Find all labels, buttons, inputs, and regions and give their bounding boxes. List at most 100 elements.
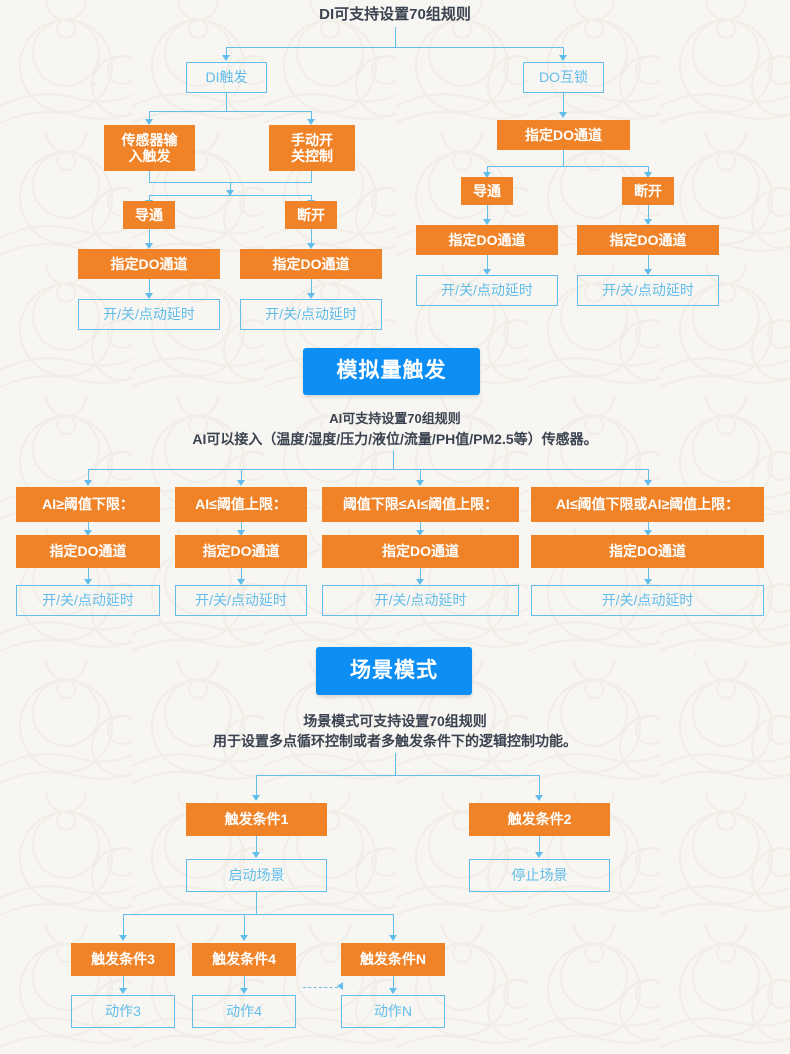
node-do-channel-right[interactable]: 指定DO通道 xyxy=(577,225,719,255)
node-ai-channel-2[interactable]: 指定DO通道 xyxy=(175,535,307,568)
node-ai-action-3[interactable]: 开/关/点动延时 xyxy=(322,585,519,616)
node-ai-action-1[interactable]: 开/关/点动延时 xyxy=(16,585,160,616)
connector-ai-c4 xyxy=(648,469,649,481)
connector-do-to-on xyxy=(487,166,488,174)
connector-aic2-down xyxy=(241,522,242,531)
arrow-aich3-act xyxy=(416,579,424,585)
arrow-t3-a3 xyxy=(119,988,127,994)
connector-di-split xyxy=(149,111,312,112)
connector-start-down xyxy=(256,892,257,914)
arrow-do-on xyxy=(483,172,491,178)
connector-aich4-down xyxy=(648,568,649,581)
node-do-action-right[interactable]: 开/关/点动延时 xyxy=(577,275,719,306)
node-do-interlock[interactable]: DO互锁 xyxy=(523,62,604,93)
node-start-scene[interactable]: 启动场景 xyxy=(186,859,327,892)
node-do-action-left[interactable]: 开/关/点动延时 xyxy=(416,275,558,306)
scene-desc-line2: 用于设置多点循环控制或者多触发条件下的逻辑控制功能。 xyxy=(213,733,577,749)
arrow-t1-start xyxy=(252,852,260,858)
node-di-do-channel-left[interactable]: 指定DO通道 xyxy=(78,249,220,279)
node-ai-channel-3[interactable]: 指定DO通道 xyxy=(322,535,519,568)
connector-di-right xyxy=(311,111,312,120)
arrow-aic2-ch xyxy=(237,530,245,536)
node-manual-switch-control[interactable]: 手动开 关控制 xyxy=(269,125,355,171)
arrow-scene-t2 xyxy=(535,795,543,801)
node-trigger-condition-n[interactable]: 触发条件N xyxy=(341,943,445,976)
node-sensor-input-trigger[interactable]: 传感器输 入触发 xyxy=(104,125,195,171)
connector-manual-down xyxy=(311,171,312,182)
node-trigger-condition-3[interactable]: 触发条件3 xyxy=(71,943,175,976)
arrow-do-channel xyxy=(559,112,567,118)
connector-aic4-down xyxy=(648,522,649,531)
arrow-ai-c4 xyxy=(644,480,652,486)
arrow-aich1-act xyxy=(84,579,92,585)
node-ai-condition-4[interactable]: AI≤阈值下限或AI≥阈值上限： xyxy=(531,487,764,522)
node-ai-action-2[interactable]: 开/关/点动延时 xyxy=(175,585,307,616)
node-di-trigger[interactable]: DI触发 xyxy=(186,62,267,93)
scene-desc-line1: 场景模式可支持设置70组规则 xyxy=(303,713,487,729)
node-action-4[interactable]: 动作4 xyxy=(192,995,296,1028)
node-do-off[interactable]: 断开 xyxy=(622,177,674,205)
connector-t4-down xyxy=(244,976,245,990)
node-di-on[interactable]: 导通 xyxy=(123,201,175,229)
connector-di-down xyxy=(226,93,227,111)
connector-do-split xyxy=(487,166,648,167)
connector-aich2-down xyxy=(241,568,242,581)
arrow-to-do xyxy=(559,55,567,61)
arrow-dooff-channel xyxy=(644,219,652,225)
node-di-action-right[interactable]: 开/关/点动延时 xyxy=(240,299,382,330)
arrow-ai-c3 xyxy=(416,480,424,486)
arrow-chl-action xyxy=(145,293,153,299)
badge-scene-mode: 场景模式 xyxy=(316,647,472,695)
arrow-di-sensor xyxy=(145,119,153,125)
arrow-do-off xyxy=(644,172,652,178)
connector-ai-split xyxy=(88,469,648,470)
node-trigger-condition-1[interactable]: 触发条件1 xyxy=(186,803,327,836)
connector-scene-split xyxy=(256,775,540,776)
node-di-off[interactable]: 断开 xyxy=(285,201,337,229)
connector-aich1-down xyxy=(88,568,89,581)
node-di-action-left[interactable]: 开/关/点动延时 xyxy=(78,299,220,330)
node-do-channel-top[interactable]: 指定DO通道 xyxy=(497,120,630,150)
node-do-on[interactable]: 导通 xyxy=(461,177,513,205)
arrow-aic3-ch xyxy=(416,530,424,536)
connector-ai-c1 xyxy=(88,469,89,481)
node-trigger-condition-2[interactable]: 触发条件2 xyxy=(469,803,610,836)
connector-sensor-down xyxy=(149,171,150,182)
node-ai-channel-1[interactable]: 指定DO通道 xyxy=(16,535,160,568)
arrow-di-manual xyxy=(307,119,315,125)
node-do-channel-left[interactable]: 指定DO通道 xyxy=(416,225,558,255)
arrow-to-t3 xyxy=(119,935,127,941)
arrow-on-channel xyxy=(145,243,153,249)
connector-aic3-down xyxy=(420,522,421,531)
connector-to-do xyxy=(563,47,564,56)
node-ai-condition-2[interactable]: AI≤阈值上限： xyxy=(175,487,307,522)
arrow-ai-c1 xyxy=(84,480,92,486)
node-stop-scene[interactable]: 停止场景 xyxy=(469,859,610,892)
di-section-title: DI可支持设置70组规则 xyxy=(319,6,471,23)
node-ai-channel-4[interactable]: 指定DO通道 xyxy=(531,535,764,568)
node-ai-condition-1[interactable]: AI≥阈值下限： xyxy=(16,487,160,522)
arrow-off-channel xyxy=(307,243,315,249)
node-ai-action-4[interactable]: 开/关/点动延时 xyxy=(531,585,764,616)
arrow-tn-an xyxy=(389,988,397,994)
node-action-3[interactable]: 动作3 xyxy=(71,995,175,1028)
arrow-ai-c2 xyxy=(237,480,245,486)
arrow-scene-t1 xyxy=(252,795,260,801)
connector-chl-down xyxy=(149,279,150,296)
node-ai-condition-3[interactable]: 阈值下限≤AI≤阈值上限： xyxy=(322,487,519,522)
node-trigger-condition-4[interactable]: 触发条件4 xyxy=(192,943,296,976)
connector-onoff-split xyxy=(149,195,312,196)
node-action-n[interactable]: 动作N xyxy=(341,995,445,1028)
connector-ai-c3 xyxy=(420,469,421,481)
connector-aich3-down xyxy=(420,568,421,581)
arrow-to-di xyxy=(222,55,230,61)
connector-chr-down xyxy=(311,279,312,296)
connector-to-t4 xyxy=(244,914,245,936)
connector-to-tn xyxy=(393,914,394,936)
connector-to-t3 xyxy=(123,914,124,936)
connector-scene-lower-split xyxy=(123,914,393,915)
node-di-do-channel-right[interactable]: 指定DO通道 xyxy=(240,249,382,279)
connector-off-down xyxy=(311,229,312,246)
connector-on-down xyxy=(149,229,150,246)
